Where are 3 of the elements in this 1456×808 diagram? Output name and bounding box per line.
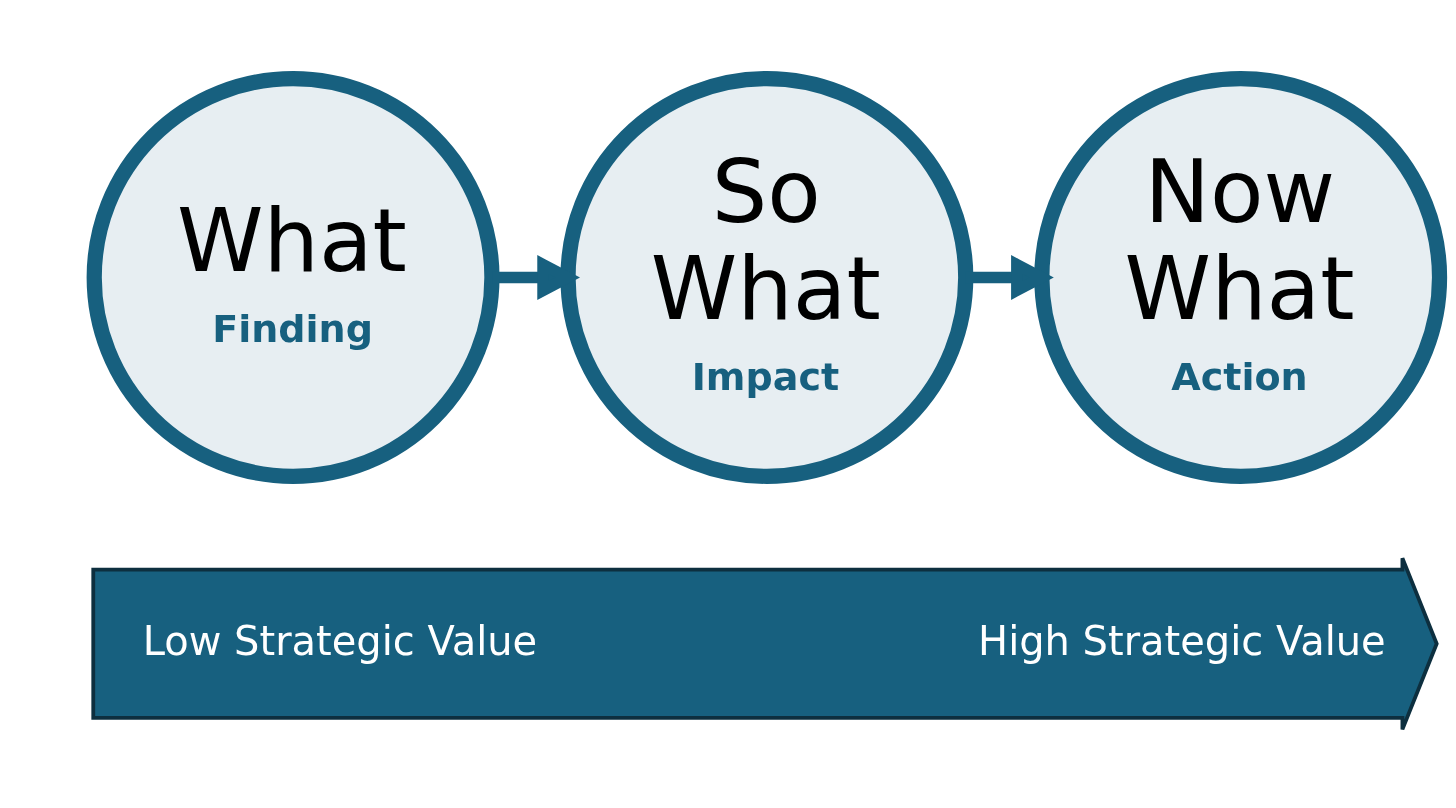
node-circle: Now What Action (1034, 71, 1448, 484)
node-circle: What Finding (86, 71, 500, 484)
node-circle: So What Impact (560, 71, 974, 484)
